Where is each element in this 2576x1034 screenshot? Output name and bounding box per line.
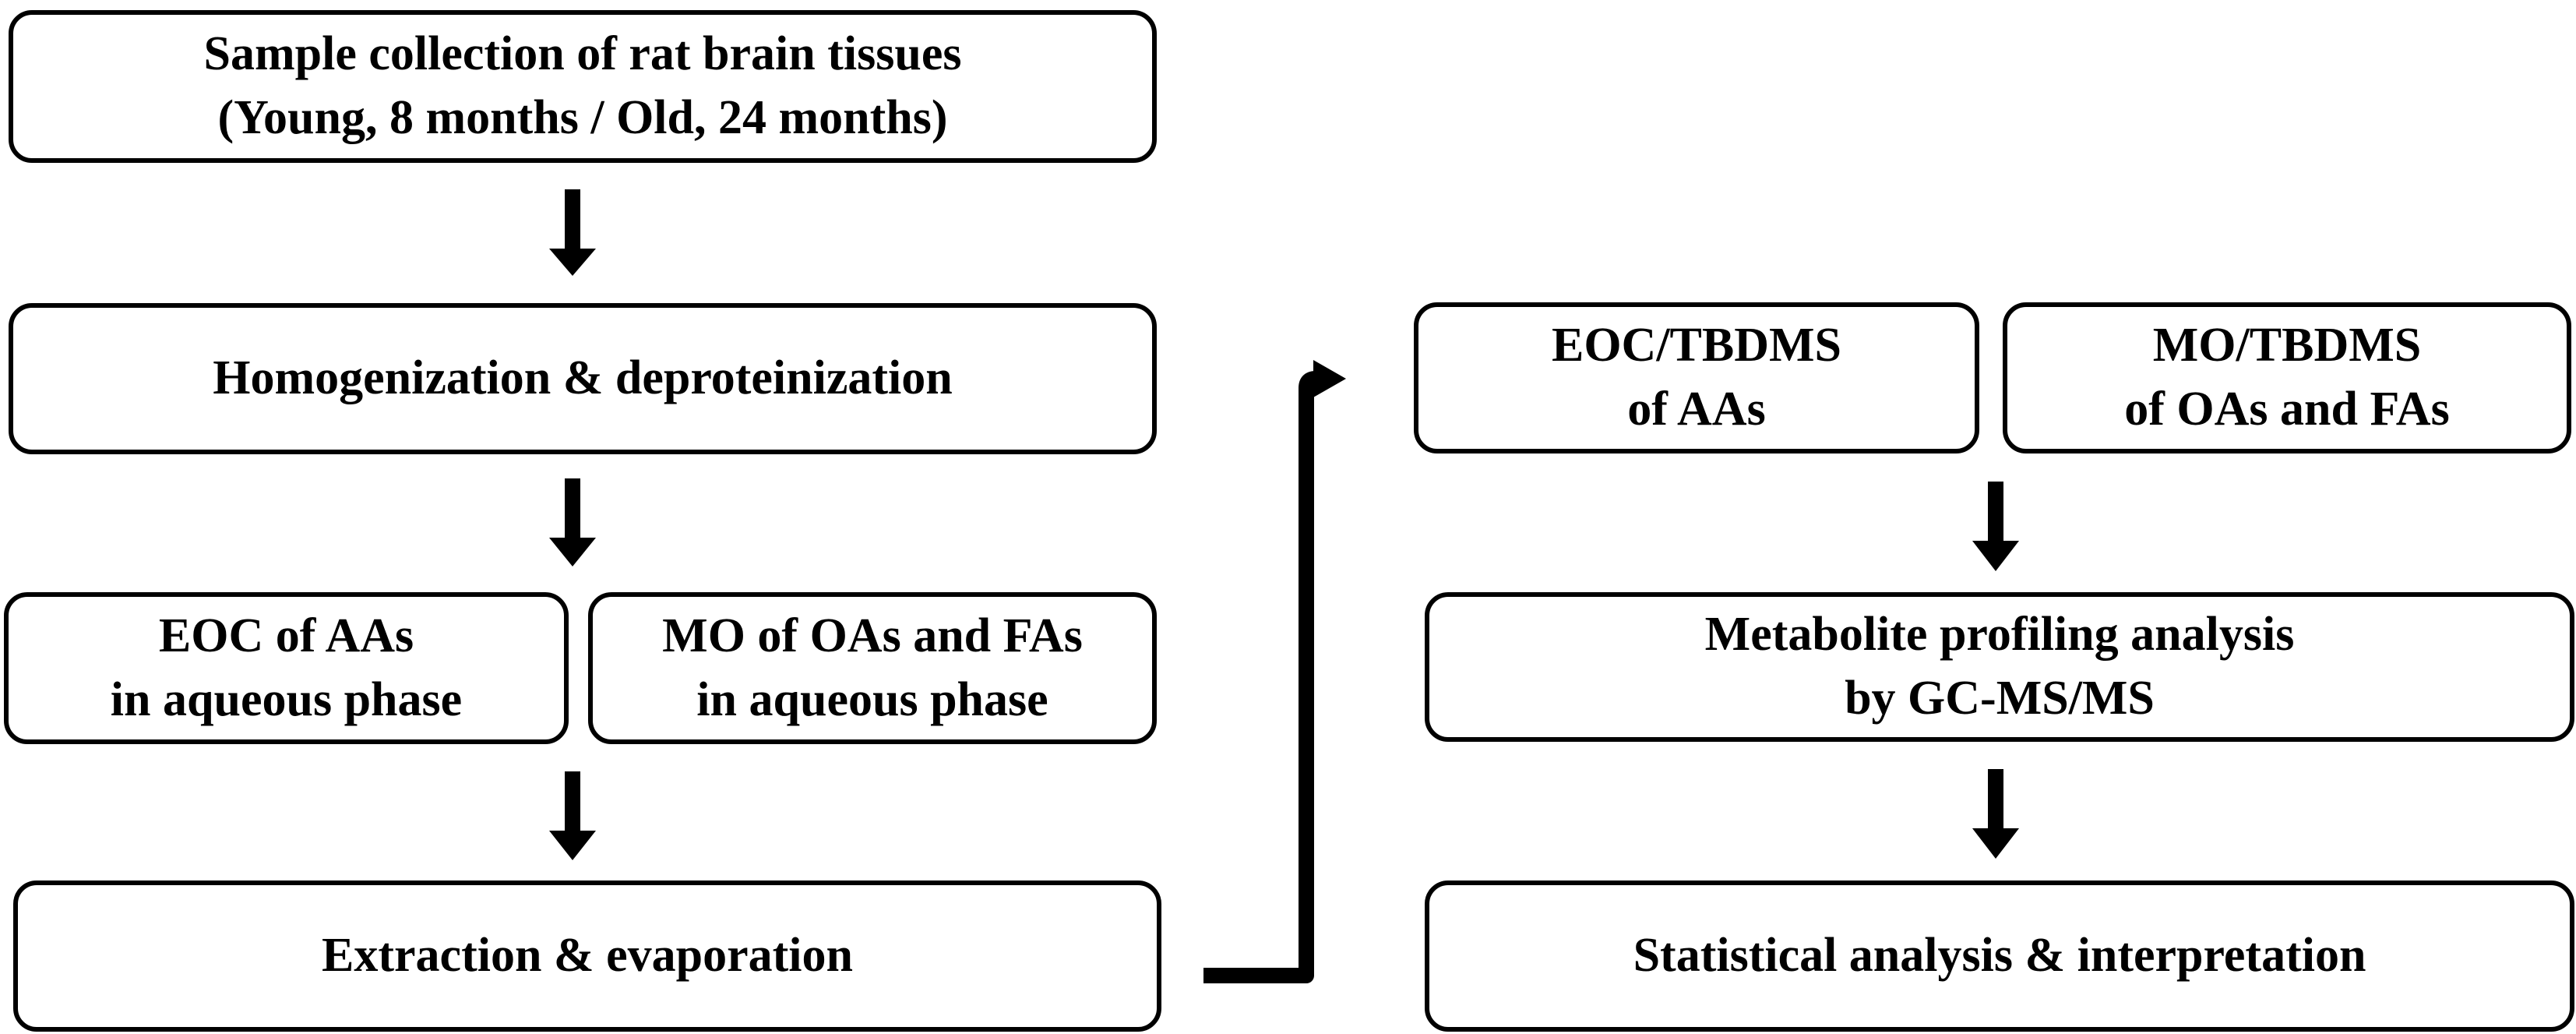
- arrow-homogenization-to-derivatization: [549, 478, 596, 566]
- arrow-sample-to-homogenization: [549, 189, 596, 276]
- arrow-extraction-to-tbdms: [1203, 360, 1346, 983]
- node-eoc-aas: EOC of AAs in aqueous phase: [4, 592, 569, 744]
- node-mo-tbdms-line2: of OAs and FAs: [2124, 383, 2450, 436]
- node-sample-collection-line1: Sample collection of rat brain tissues: [203, 27, 962, 81]
- node-mo-oas-fas-line1: MO of OAs and FAs: [662, 609, 1083, 662]
- node-profiling: Metabolite profiling analysis by GC-MS/M…: [1425, 592, 2574, 742]
- node-mo-oas-fas-line2: in aqueous phase: [696, 672, 1048, 726]
- node-eoc-tbdms-line2: of AAs: [1627, 383, 1766, 436]
- node-extraction-line1: Extraction & evaporation: [322, 929, 853, 983]
- arrow-derivatization-to-extraction: [549, 771, 596, 860]
- arrow-tbdms-to-profiling: [1972, 482, 2019, 571]
- node-eoc-tbdms-line1: EOC/TBDMS: [1551, 319, 1842, 372]
- node-mo-tbdms: MO/TBDMS of OAs and FAs: [2003, 302, 2571, 453]
- node-eoc-aas-line2: in aqueous phase: [110, 672, 463, 726]
- node-sample-collection: Sample collection of rat brain tissues (…: [9, 10, 1157, 163]
- node-profiling-line2: by GC-MS/MS: [1845, 672, 2155, 725]
- node-eoc-aas-line1: EOC of AAs: [158, 609, 414, 662]
- node-mo-oas-fas: MO of OAs and FAs in aqueous phase: [588, 592, 1157, 744]
- node-statistical: Statistical analysis & interpretation: [1425, 880, 2574, 1032]
- node-profiling-line1: Metabolite profiling analysis: [1704, 608, 2295, 662]
- node-mo-tbdms-line1: MO/TBDMS: [2152, 319, 2422, 372]
- node-homogenization-line1: Homogenization & deproteinization: [213, 351, 953, 405]
- node-statistical-line1: Statistical analysis & interpretation: [1633, 929, 2366, 983]
- node-extraction: Extraction & evaporation: [13, 880, 1161, 1032]
- node-homogenization: Homogenization & deproteinization: [9, 303, 1157, 454]
- node-eoc-tbdms: EOC/TBDMS of AAs: [1414, 302, 1979, 453]
- arrow-profiling-to-statistical: [1972, 769, 2019, 859]
- node-sample-collection-line2: (Young, 8 months / Old, 24 months): [217, 91, 948, 144]
